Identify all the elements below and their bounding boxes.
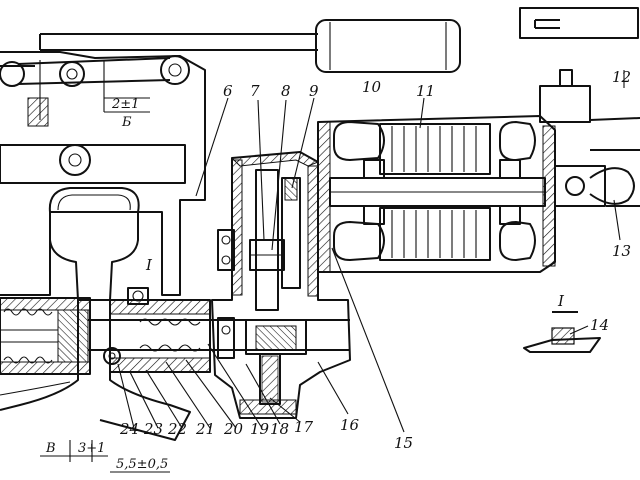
dim-gap-top: 2±1 bbox=[111, 97, 139, 112]
callout-21: 21 bbox=[195, 420, 215, 438]
callout-6: 6 bbox=[223, 82, 233, 100]
callout-13: 13 bbox=[612, 242, 631, 260]
leader-lines bbox=[117, 70, 625, 433]
handle-bar bbox=[39, 19, 461, 73]
callout-10: 10 bbox=[362, 78, 382, 96]
section-mark-i: I bbox=[145, 256, 153, 274]
callout-22: 22 bbox=[167, 420, 187, 438]
callout-24: 24 bbox=[119, 420, 139, 438]
detail-view-i bbox=[523, 311, 601, 353]
callout-16: 16 bbox=[340, 416, 360, 434]
gear-housing bbox=[211, 151, 351, 419]
top-right-block bbox=[519, 7, 639, 39]
callout-8: 8 bbox=[281, 82, 291, 100]
dim-gap-bottom-letter: В bbox=[45, 441, 56, 456]
callout-11: 11 bbox=[416, 82, 435, 100]
callout-20: 20 bbox=[223, 420, 244, 438]
left-frame bbox=[0, 51, 206, 296]
right-shaft-assembly bbox=[539, 69, 640, 262]
callout-17: 17 bbox=[294, 418, 314, 436]
rail-profile bbox=[0, 187, 191, 441]
callout-9: 9 bbox=[309, 82, 319, 100]
callout-15: 15 bbox=[394, 434, 413, 452]
stator-laminations bbox=[391, 126, 477, 258]
callout-7: 7 bbox=[250, 82, 260, 100]
dim-gap-top-letter: Б bbox=[121, 115, 132, 130]
dimension-lines bbox=[40, 97, 170, 473]
callout-14: 14 bbox=[590, 316, 609, 334]
callout-19: 19 bbox=[250, 420, 270, 438]
callout-23: 23 bbox=[143, 420, 163, 438]
left-spindle-housing bbox=[0, 297, 91, 375]
callout-12: 12 bbox=[612, 68, 631, 86]
callout-18: 18 bbox=[270, 420, 289, 438]
electric-motor bbox=[317, 115, 556, 273]
detail-view-label-i: I bbox=[557, 292, 565, 310]
dim-offset: 5,5±0,5 bbox=[116, 457, 168, 472]
dim-gap-bottom-value: 3+1 bbox=[78, 441, 105, 456]
